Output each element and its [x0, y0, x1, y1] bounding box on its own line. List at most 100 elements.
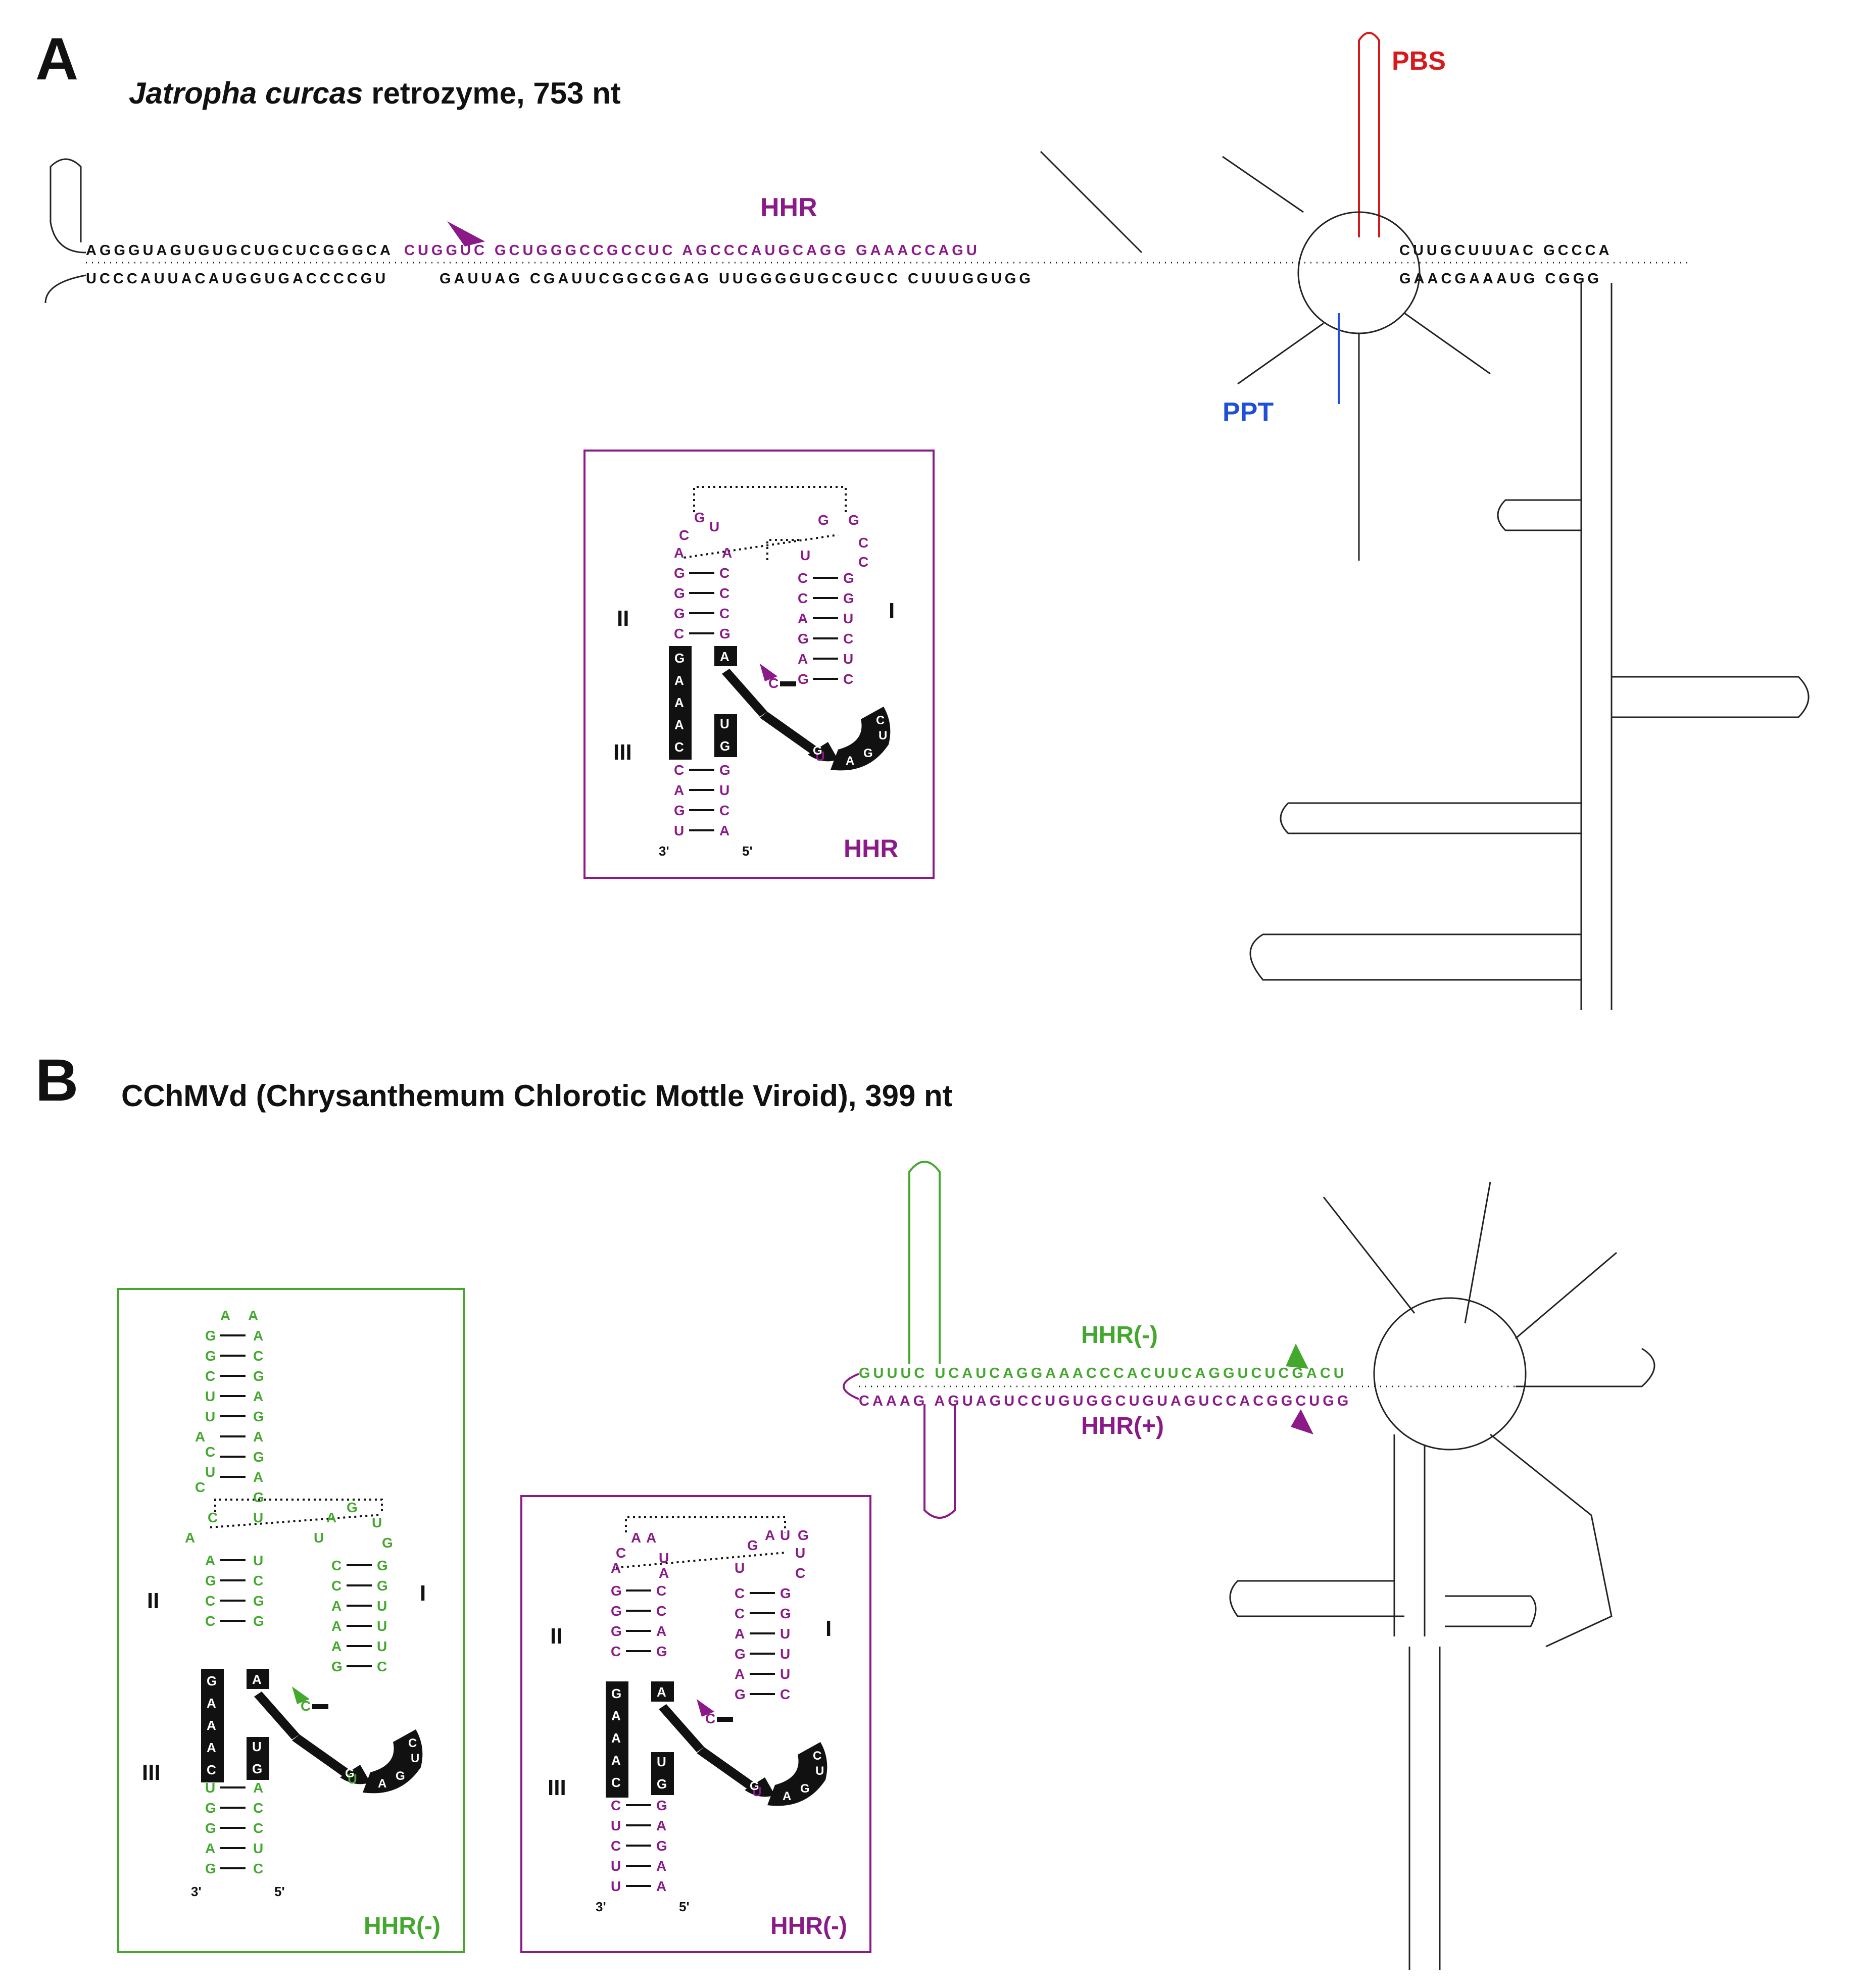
svg-text:C: C: [795, 1565, 805, 1581]
svg-text:C: C: [705, 1711, 715, 1726]
svg-text:U: U: [205, 1388, 215, 1404]
svg-text:U: U: [611, 1818, 621, 1833]
svg-text:C: C: [719, 803, 729, 818]
svg-text:C: C: [408, 1736, 417, 1750]
svg-text:G: G: [750, 1779, 759, 1793]
svg-text:U: U: [205, 1464, 215, 1480]
svg-text:C: C: [719, 565, 729, 581]
svg-text:A: A: [253, 1388, 263, 1404]
svg-text:C: C: [253, 1800, 263, 1816]
svg-text:A: A: [735, 1626, 745, 1642]
svg-text:G: G: [205, 1820, 216, 1836]
svg-text:G: G: [656, 1644, 667, 1659]
svg-text:C: C: [780, 1686, 790, 1702]
svg-text:U: U: [735, 1560, 745, 1576]
svg-text:C: C: [735, 1585, 745, 1601]
svg-text:G: G: [253, 1368, 264, 1384]
svg-text:U: U: [377, 1618, 387, 1634]
svg-text:C: C: [331, 1558, 342, 1573]
svg-text:C: C: [674, 739, 684, 755]
hhr-minus-label: HHR(-): [1081, 1322, 1158, 1349]
svg-text:G: G: [377, 1578, 388, 1594]
inset-a-stem-iii: III: [613, 740, 632, 765]
panel-a-letter: A: [35, 26, 79, 92]
svg-text:G: G: [800, 1782, 810, 1796]
pbs-label: PBS: [1392, 46, 1446, 76]
svg-text:U: U: [411, 1752, 419, 1765]
svg-text:A: A: [253, 1429, 263, 1445]
svg-text:A: A: [611, 1753, 621, 1768]
svg-text:A: A: [185, 1530, 195, 1546]
svg-text:G: G: [396, 1769, 405, 1783]
svg-text:U: U: [253, 1841, 263, 1856]
a-cleavage-arrowhead: [447, 221, 485, 246]
svg-text:U: U: [611, 1878, 621, 1894]
svg-text:G: G: [345, 1767, 355, 1780]
svg-text:I: I: [420, 1581, 426, 1606]
svg-text:U: U: [780, 1626, 790, 1642]
svg-text:C: C: [205, 1613, 215, 1629]
svg-text:A: A: [720, 649, 729, 664]
svg-text:G: G: [253, 1409, 264, 1424]
svg-text:G: G: [798, 671, 809, 687]
svg-text:G: G: [253, 1489, 264, 1505]
svg-text:A: A: [331, 1618, 342, 1634]
svg-text:A: A: [253, 1328, 263, 1344]
svg-text:U: U: [843, 651, 853, 667]
svg-text:G: G: [253, 1449, 264, 1465]
svg-text:III: III: [142, 1760, 161, 1785]
svg-text:U: U: [372, 1515, 382, 1530]
svg-text:II: II: [550, 1624, 562, 1649]
svg-text:G: G: [253, 1613, 264, 1629]
svg-text:U: U: [843, 611, 853, 626]
svg-text:A: A: [798, 651, 808, 667]
svg-text:C: C: [719, 606, 729, 621]
ppt-label: PPT: [1223, 397, 1274, 427]
svg-text:C: C: [843, 631, 853, 647]
b-green-cleavage-arrowhead: [1286, 1344, 1308, 1369]
svg-text:C: C: [674, 626, 684, 641]
svg-text:G: G: [331, 1659, 343, 1674]
svg-text:U: U: [815, 749, 825, 764]
svg-text:A: A: [378, 1777, 386, 1791]
svg-text:U: U: [252, 1739, 262, 1754]
svg-text:G: G: [674, 651, 685, 666]
svg-text:A: A: [248, 1308, 258, 1323]
svg-text:G: G: [843, 590, 854, 606]
svg-text:C: C: [616, 1545, 626, 1561]
svg-text:G: G: [611, 1686, 621, 1701]
svg-text:C: C: [656, 1583, 666, 1599]
svg-text:C: C: [611, 1838, 621, 1854]
svg-text:C: C: [798, 570, 808, 586]
svg-text:U: U: [205, 1780, 215, 1796]
panel-a-structure: [44, 32, 1810, 1010]
svg-text:A: A: [719, 823, 729, 838]
svg-text:G: G: [735, 1686, 746, 1702]
svg-text:G: G: [674, 585, 685, 601]
svg-text:U: U: [815, 1764, 824, 1778]
svg-text:C: C: [611, 1775, 621, 1790]
svg-text:G: G: [611, 1583, 622, 1599]
svg-text:U: U: [780, 1666, 790, 1682]
svg-text:A: A: [674, 673, 684, 688]
b-seq-upper: GUUUC UCAUCAGGAAACCCACUUCAGGUCUCGACU: [859, 1365, 1347, 1381]
svg-text:C: C: [611, 1798, 621, 1813]
svg-text:A: A: [611, 1560, 621, 1576]
hhr-inset-a-label: HHR: [844, 834, 899, 863]
svg-text:A: A: [674, 545, 684, 561]
svg-text:G: G: [780, 1585, 791, 1601]
panel-b-structure: [843, 1161, 1655, 1970]
svg-text:A: A: [674, 717, 684, 732]
svg-text:3': 3': [596, 1899, 606, 1914]
svg-text:A: A: [657, 1684, 666, 1700]
svg-text:A: A: [326, 1510, 336, 1525]
svg-text:C: C: [377, 1659, 387, 1674]
svg-text:C: C: [331, 1578, 342, 1594]
a-seq-upper-right: CUUGCUUUAC GCCCA: [1399, 242, 1613, 259]
inset-a-stem-i: I: [889, 599, 895, 623]
svg-text:C: C: [858, 554, 868, 570]
svg-text:A: A: [674, 782, 684, 798]
